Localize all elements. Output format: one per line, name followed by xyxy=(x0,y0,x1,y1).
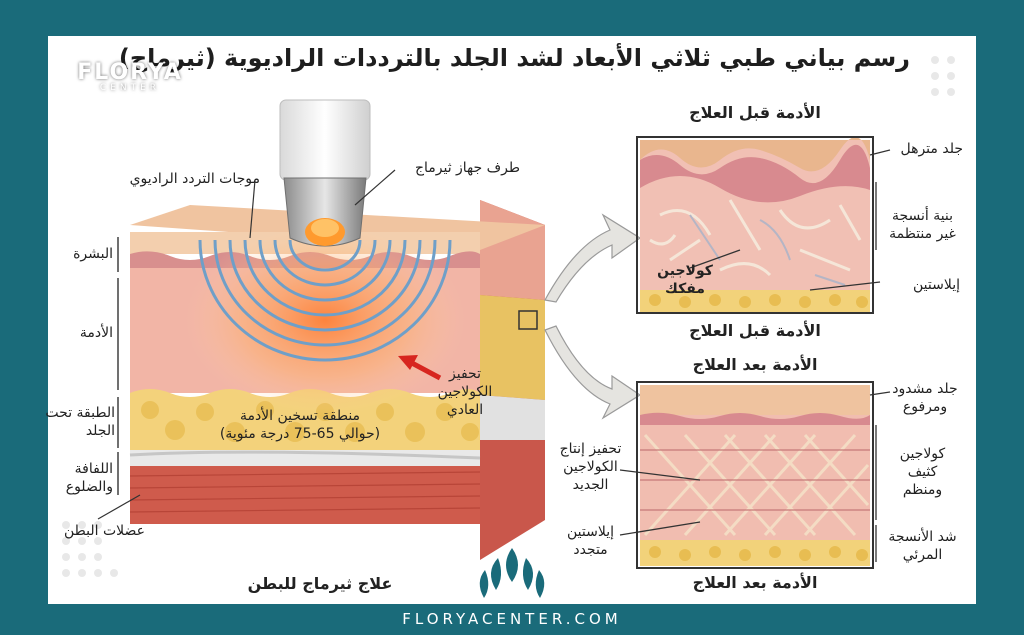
brand-logo-name: FLORYA xyxy=(77,60,183,85)
muscle-layer xyxy=(130,466,480,524)
label-elastin-before: إيلاستين xyxy=(913,277,960,293)
label-heating-zone-line1: منطقة تسخين الأدمة xyxy=(239,408,361,424)
label-tight-line2: ومرفوع xyxy=(902,399,948,415)
label-new-collagen-line1: تحفيز إنتاج xyxy=(559,441,622,457)
decorative-dots-left xyxy=(62,521,118,577)
label-dermis: الأدمة xyxy=(79,325,113,341)
fat-layer xyxy=(130,389,480,450)
thermage-device-tip xyxy=(279,99,371,247)
label-loose-collagen-line1: كولاجين xyxy=(657,263,713,279)
label-irregular-line1: بنية أنسجة xyxy=(891,208,954,224)
label-visible-line1: شد الأنسجة xyxy=(888,529,957,545)
footer-website[interactable]: FLORYACENTER.COM xyxy=(402,610,622,628)
magnify-marker xyxy=(518,310,538,330)
label-loose-collagen: كولاجين مفكك xyxy=(650,262,720,298)
label-dense-line1: كولاجين xyxy=(899,446,946,462)
left-caption: علاج ثيرماج للبطن xyxy=(247,574,393,593)
leader-lines xyxy=(97,169,396,520)
florya-emblem xyxy=(479,548,545,598)
label-new-collagen: تحفيز إنتاج الكولاجين الجديد xyxy=(548,440,633,494)
before-tissue-block xyxy=(640,137,870,312)
connector-arrows xyxy=(544,213,642,420)
label-rf-waves: موجات التردد الراديوي xyxy=(129,171,260,187)
after-frame xyxy=(636,381,874,569)
label-epidermis: البشرة xyxy=(73,246,113,262)
page-title: رسم بياني طبي ثلاثي الأبعاد لشد الجلد با… xyxy=(118,44,910,72)
label-visible-line2: المرئي xyxy=(902,547,943,563)
label-collagen-stimulation: تحفيز الكولاجين العادي xyxy=(425,365,505,419)
after-brackets xyxy=(619,391,891,562)
skin-cross-section xyxy=(129,200,545,560)
label-fascia: اللفافة والضلوع xyxy=(65,461,113,495)
after-title-bottom: الأدمة بعد العلاج xyxy=(692,573,818,592)
label-visible-tightening: شد الأنسجة المرئي xyxy=(880,528,965,564)
before-title-bottom: الأدمة قبل العلاج xyxy=(689,321,821,340)
label-heating-zone-line2: (حوالي 65-75 درجة مئوية) xyxy=(219,426,381,442)
brand-logo: FLORYA CENTER xyxy=(70,60,190,93)
brand-logo-sub: CENTER xyxy=(99,83,161,93)
label-sagging-skin: جلد مترهل xyxy=(900,141,963,157)
label-new-collagen-line2: الكولاجين xyxy=(563,459,618,475)
label-device-tip: طرف جهاز ثيرماج xyxy=(414,160,520,176)
heating-zone xyxy=(185,225,465,415)
before-frame xyxy=(636,136,874,314)
label-tight-line1: جلد مشدود xyxy=(892,381,958,397)
label-subcutaneous: الطبقة تحت الجلد xyxy=(45,405,115,439)
label-collagen-line2: الكولاجين xyxy=(437,384,493,400)
decorative-dots-right xyxy=(931,56,955,96)
collagen-arrow xyxy=(398,355,442,381)
label-renewed-elastin-line1: إيلاستين xyxy=(567,524,614,540)
after-title-top: الأدمة بعد العلاج xyxy=(692,355,818,374)
label-collagen-line1: تحفيز xyxy=(449,366,481,382)
label-irregular-structure: بنية أنسجة غير منتظمة xyxy=(880,207,965,243)
label-heating-zone: منطقة تسخين الأدمة (حوالي 65-75 درجة مئو… xyxy=(200,407,400,443)
label-new-collagen-line3: الجديد xyxy=(572,477,609,493)
label-renewed-elastin: إيلاستين متجدد xyxy=(548,523,633,559)
label-collagen-line3: العادي xyxy=(446,402,484,418)
label-irregular-line2: غير منتظمة xyxy=(889,226,956,242)
label-dense-line2: كثيف xyxy=(907,464,938,480)
label-loose-collagen-line2: مفكك xyxy=(665,281,705,297)
rf-wave-rings xyxy=(198,239,452,362)
label-dense-collagen: كولاجين كثيف ومنظم xyxy=(885,445,960,499)
label-tight-skin: جلد مشدود ومرفوع xyxy=(885,380,965,416)
before-brackets xyxy=(689,149,891,291)
label-muscles: عضلات البطن xyxy=(64,523,145,539)
before-title-top: الأدمة قبل العلاج xyxy=(689,103,821,122)
label-dense-line3: ومنظم xyxy=(902,482,943,498)
label-renewed-elastin-line2: متجدد xyxy=(573,542,608,558)
after-tissue-block xyxy=(640,385,870,566)
